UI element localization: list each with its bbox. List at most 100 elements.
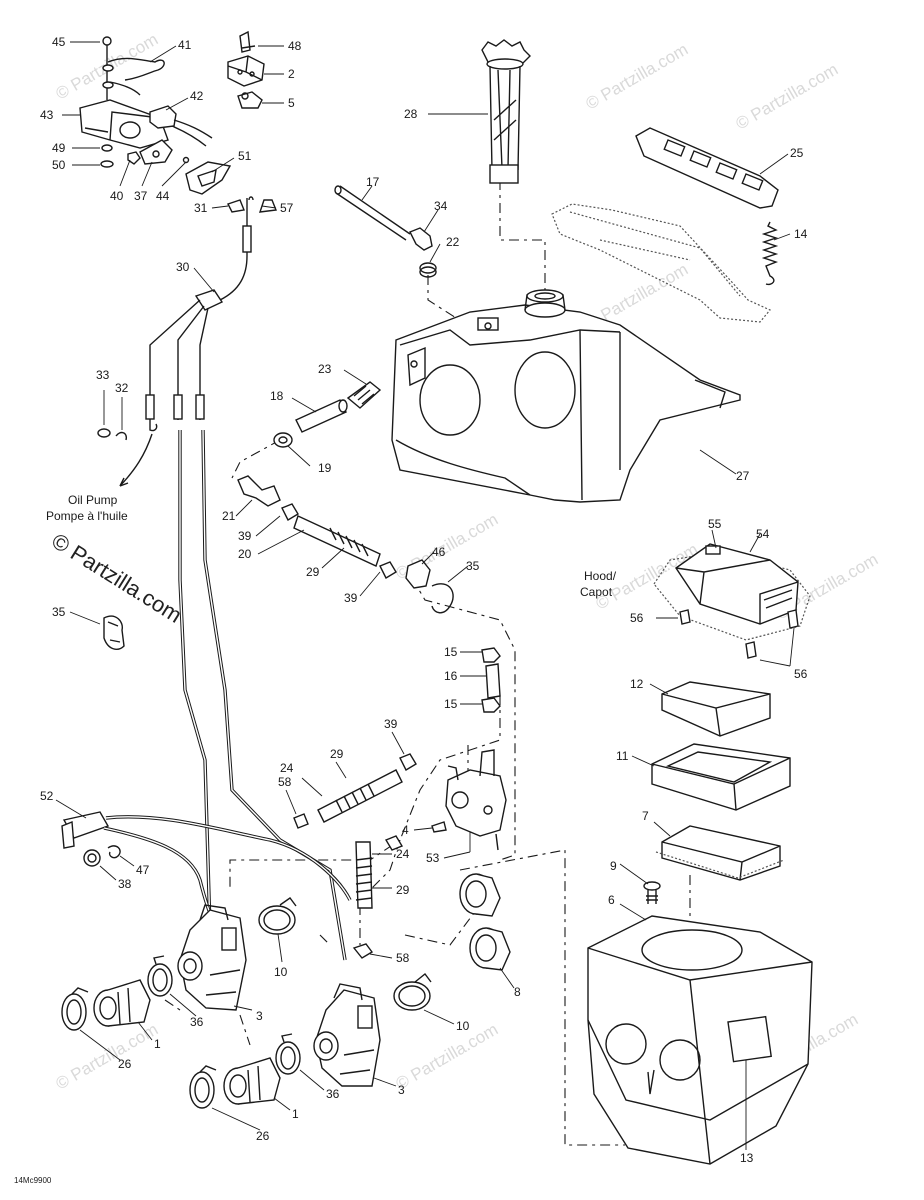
callout: 16 [444, 669, 458, 683]
callout: 12 [630, 677, 644, 691]
clip-32 [115, 431, 128, 441]
oil-pump-label-fr: Pompe à l'huile [46, 509, 128, 523]
callout: 26 [118, 1057, 132, 1071]
connector-2 [227, 55, 265, 87]
callout: 10 [456, 1019, 470, 1033]
clamp-10 [258, 897, 297, 935]
callout: 38 [118, 877, 132, 891]
clamp-58 [293, 813, 309, 829]
hood-label: Hood/ [584, 569, 617, 583]
callout: 24 [396, 847, 410, 861]
plate-7 [655, 825, 785, 881]
support-bracket-outline [551, 203, 771, 323]
callout: 27 [736, 469, 750, 483]
callout: 33 [96, 368, 110, 382]
watermark: © Partzilla.com [393, 1020, 502, 1094]
screw-56 [679, 609, 691, 625]
clamp-10 [393, 973, 432, 1011]
callout: 32 [115, 381, 129, 395]
clamp-26 [189, 1065, 217, 1109]
washer-49 [101, 144, 113, 152]
clamp-36 [275, 1033, 301, 1075]
callout-numbers: 45 41 48 2 5 42 43 49 50 40 37 44 51 31 … [40, 35, 808, 1165]
grommet-22 [419, 262, 437, 274]
callout: 54 [756, 527, 770, 541]
spring-14 [761, 221, 779, 286]
oil-pump-label: Oil Pump [68, 493, 118, 507]
clip-47 [107, 845, 121, 859]
callout: 58 [278, 775, 292, 789]
clamp-39 [399, 753, 417, 771]
clip-31 [227, 199, 245, 213]
clamp-26 [61, 987, 89, 1031]
callout: 43 [40, 108, 54, 122]
callout: 39 [384, 717, 398, 731]
callout: 56 [630, 611, 644, 625]
callout: 29 [330, 747, 344, 761]
callout: 11 [616, 749, 629, 763]
vent-hose-17 [334, 185, 411, 241]
grommet-38 [83, 849, 101, 867]
callout: 58 [396, 951, 410, 965]
spring-41 [107, 57, 165, 96]
watermark-main: © Partzilla.com [47, 528, 186, 628]
ring-50 [100, 160, 114, 168]
callout: 10 [274, 965, 288, 979]
clamp-39 [281, 503, 299, 521]
cover-51 [185, 161, 232, 195]
callout: 55 [708, 517, 722, 531]
callout: 35 [466, 559, 480, 573]
callout: 34 [434, 199, 448, 213]
callout: 18 [270, 389, 284, 403]
connector-5 [237, 91, 263, 109]
clamp-39 [384, 835, 404, 851]
callout: 41 [178, 38, 192, 52]
callout: 51 [238, 149, 252, 163]
valve-46 [405, 559, 431, 589]
callout: 29 [396, 883, 410, 897]
callout: 56 [794, 667, 808, 681]
callout: 13 [740, 1151, 754, 1165]
screw-56 [787, 609, 799, 629]
watermark: © Partzilla.com [583, 40, 692, 114]
callout: 23 [318, 362, 332, 376]
callout: 5 [288, 96, 295, 110]
callout: 52 [40, 789, 54, 803]
clamp-36 [147, 955, 173, 997]
tube-18 [295, 399, 348, 433]
adaptor-1 [93, 979, 151, 1027]
callout: 21 [222, 509, 236, 523]
callout: 50 [52, 158, 66, 172]
callout: 45 [52, 35, 66, 49]
clamp-15 [481, 697, 501, 713]
callout: 22 [446, 235, 460, 249]
callout: 36 [326, 1087, 340, 1101]
clamp-58 [352, 943, 374, 959]
callout: 17 [366, 175, 380, 189]
clamp-35 [431, 583, 454, 614]
callout: 36 [190, 1015, 204, 1029]
clamp-35 [103, 615, 125, 650]
watermark: © Partzilla.com [733, 60, 842, 134]
callout: 15 [444, 645, 458, 659]
callout: 24 [280, 761, 294, 775]
callout: 26 [256, 1129, 270, 1143]
fastener-9 [643, 881, 661, 904]
callout: 15 [444, 697, 458, 711]
oil-pump-arrow [119, 433, 153, 487]
boot-8 [459, 873, 501, 917]
elbow-34 [409, 227, 433, 251]
callout: 57 [280, 201, 294, 215]
screw-45 [102, 36, 112, 100]
callout: 37 [134, 189, 148, 203]
callout: 20 [238, 547, 252, 561]
callout: 48 [288, 39, 302, 53]
frame-11 [651, 743, 791, 811]
callout: 7 [642, 809, 649, 823]
fuel-tank-27 [391, 289, 741, 503]
callout: 3 [256, 1009, 263, 1023]
callout: 3 [398, 1083, 405, 1097]
throttle-housing-group [79, 30, 277, 256]
screw-4 [431, 821, 447, 833]
callout: 44 [156, 189, 170, 203]
